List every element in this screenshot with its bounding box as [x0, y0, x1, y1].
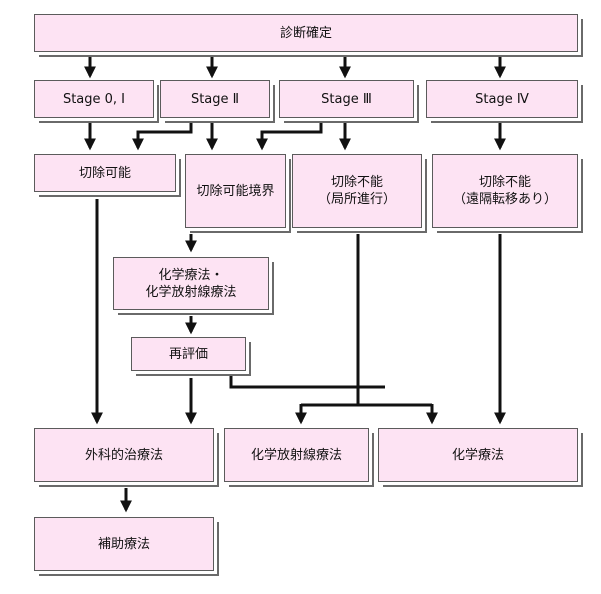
diagnosis-label: 診断確定	[279, 25, 332, 41]
chemoradiation-box: 化学放射線療法	[224, 428, 369, 482]
stage-0-1-label: Stage 0, I	[62, 91, 126, 107]
stage-4-label: Stage Ⅳ	[475, 91, 529, 107]
neoadjuvant-therapy-box: 化学療法・ 化学放射線療法	[113, 257, 269, 310]
neoadjuvant-therapy-label: 化学療法・ 化学放射線療法	[145, 267, 237, 300]
borderline-resectable-box: 切除可能境界	[185, 154, 286, 228]
chemotherapy-box: 化学療法	[378, 428, 578, 482]
resectable-box: 切除可能	[34, 154, 176, 192]
reevaluation-box: 再評価	[131, 337, 246, 371]
unresectable-metastatic-box: 切除不能 （遠隔転移あり）	[432, 154, 578, 228]
chemoradiation-label: 化学放射線療法	[250, 447, 342, 463]
line-reevaluation-to-merge	[229, 372, 385, 389]
stage-4-box: Stage Ⅳ	[426, 80, 578, 118]
chemotherapy-label: 化学療法	[451, 447, 504, 463]
stage-3-box: Stage Ⅲ	[279, 80, 414, 118]
stage-0-1-box: Stage 0, I	[34, 80, 154, 118]
stage-2-box: Stage Ⅱ	[160, 80, 270, 118]
adjuvant-therapy-box: 補助療法	[34, 517, 214, 571]
unresectable-local-label: 切除不能 （局所進行）	[317, 175, 396, 207]
reevaluation-label: 再評価	[168, 346, 208, 362]
unresectable-local-box: 切除不能 （局所進行）	[292, 154, 422, 228]
arrow-stage3-to-borderline	[256, 121, 323, 151]
unresectable-metastatic-label: 切除不能 （遠隔転移あり）	[452, 175, 557, 207]
adjuvant-therapy-label: 補助療法	[97, 536, 150, 552]
arrow-stage2-to-resectable	[132, 121, 193, 151]
surgery-box: 外科的治療法	[34, 428, 214, 482]
surgery-label: 外科的治療法	[84, 447, 163, 463]
stage-3-label: Stage Ⅲ	[321, 91, 372, 107]
resectable-label: 切除可能	[78, 165, 131, 181]
diagnosis-box: 診断確定	[34, 14, 578, 52]
stage-2-label: Stage Ⅱ	[190, 91, 240, 107]
borderline-resectable-label: 切除可能境界	[196, 183, 275, 199]
